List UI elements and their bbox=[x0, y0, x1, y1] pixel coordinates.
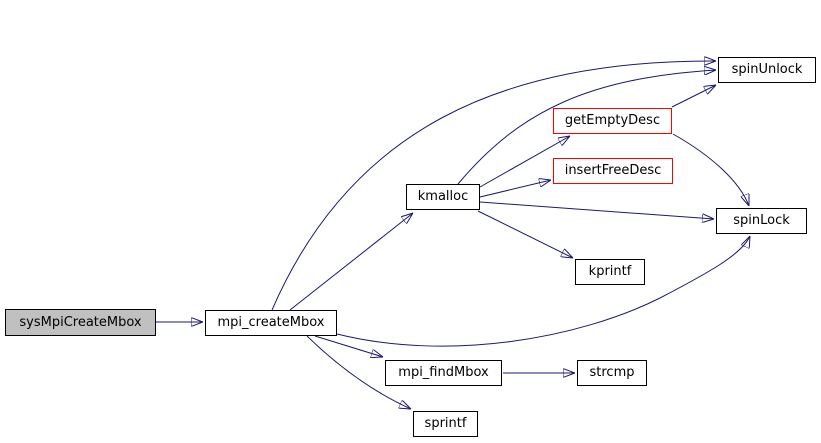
edge-kmalloc-insertFreeDesc bbox=[479, 180, 551, 198]
node-spinLock[interactable]: spinLock bbox=[716, 208, 807, 234]
edge-mpi_createMbox-sprintf bbox=[306, 335, 411, 409]
node-sysMpiCreateMbox: sysMpiCreateMbox bbox=[5, 309, 156, 336]
node-sprintf[interactable]: sprintf bbox=[413, 411, 478, 437]
edge-getEmptyDesc-spinLock bbox=[672, 133, 749, 206]
node-kmalloc[interactable]: kmalloc bbox=[406, 184, 480, 210]
edge-mpi_createMbox-mpi_findMbox bbox=[314, 335, 383, 357]
edge-getEmptyDesc-spinUnlock bbox=[671, 85, 716, 108]
node-insertFreeDesc[interactable]: insertFreeDesc bbox=[553, 158, 673, 184]
edge-mpi_createMbox-kmalloc bbox=[289, 213, 413, 311]
node-mpi_findMbox[interactable]: mpi_findMbox bbox=[385, 360, 502, 386]
node-strcmp[interactable]: strcmp bbox=[577, 360, 647, 386]
node-mpi_createMbox[interactable]: mpi_createMbox bbox=[205, 310, 337, 336]
edge-kmalloc-spinUnlock bbox=[457, 70, 716, 185]
edge-kmalloc-getEmptyDesc bbox=[479, 136, 570, 188]
edge-kmalloc-kprintf bbox=[477, 210, 573, 258]
edge-mpi_createMbox-spinLock bbox=[336, 236, 750, 347]
edge-mpi_createMbox-spinUnlock bbox=[271, 61, 716, 311]
node-getEmptyDesc[interactable]: getEmptyDesc bbox=[553, 108, 672, 134]
node-kprintf[interactable]: kprintf bbox=[575, 259, 645, 285]
edge-kmalloc-spinLock bbox=[479, 201, 714, 219]
node-spinUnlock[interactable]: spinUnlock bbox=[718, 57, 816, 83]
